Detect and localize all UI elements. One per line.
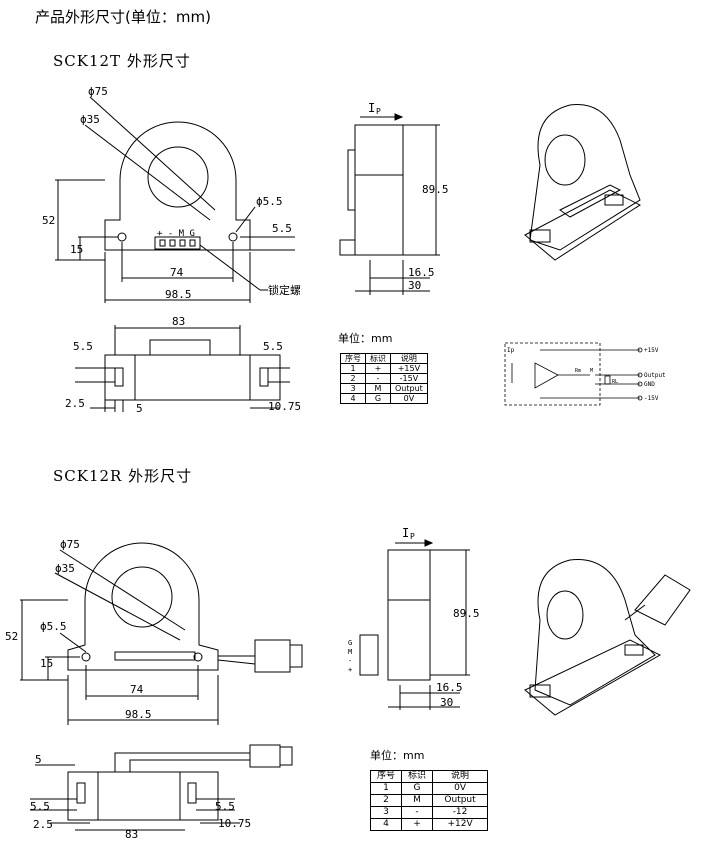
sck12t-dim-hole: ϕ5.5	[256, 195, 283, 208]
sck12t-mount-hole-left	[117, 232, 127, 242]
circuit-p15: +15V	[644, 347, 659, 354]
sck12r-bottom-55-left: 5.5	[30, 800, 50, 813]
sck12r-pin-plus: +	[348, 666, 352, 674]
sck12r-body-outline	[67, 542, 219, 671]
circuit-ip: Ip	[507, 347, 515, 354]
sck12t-dim-15: 15	[70, 243, 83, 256]
table-row: 2--15V	[340, 373, 428, 384]
sck12t-mount-hole-right	[228, 232, 238, 242]
sck12r-bottom-5: 5	[35, 753, 42, 766]
sck12t-dim-d75: ϕ75	[88, 85, 108, 98]
sck12t-bottom-55-left: 5.5	[73, 340, 93, 353]
sck12t-side-view: I P 89.5 16.5 30	[339, 101, 449, 295]
sck12t-bottom-25: 2.5	[65, 397, 85, 410]
section-title-sck12t: SCK12T 外形尺寸	[53, 52, 191, 70]
sck12t-side-d2: 30	[408, 279, 421, 292]
sck12r-bottom-55-right: 5.5	[215, 800, 235, 813]
sck12r-dim-98: 98.5	[125, 708, 152, 721]
sck12r-bottom-25: 2.5	[33, 818, 53, 831]
sck12t-pin-labels: + - M G	[157, 229, 195, 239]
circuit-m15: -15V	[644, 395, 659, 402]
sck12t-circuit-diagram: Ip +15V Output GND -15V Rm RL M	[504, 342, 666, 406]
sck12r-bottom-view: 5 5.5 5.5 2.5 83 10.75	[30, 744, 293, 840]
sck12t-bottom-5: 5	[136, 402, 143, 415]
sck12t-bottom-55-right: 5.5	[263, 340, 283, 353]
sck12t-dim-74: 74	[170, 266, 184, 279]
sck12r-pin-g: G	[348, 639, 352, 647]
circuit-rl: RL	[612, 379, 618, 385]
sck12r-bottom-1075: 10.75	[218, 817, 251, 830]
sck12t-side-h: 89.5	[422, 183, 449, 196]
sck12r-pin-minus: -	[348, 657, 352, 665]
sck12r-dim-74: 74	[130, 683, 144, 696]
sck12r-iso-view	[524, 559, 691, 716]
sck12t-nut-label: 锁定螺母*2	[268, 283, 300, 297]
table-row: 4++12V	[369, 818, 489, 831]
circuit-rm: Rm	[575, 368, 581, 374]
sck12r-unit-label: 单位：mm	[370, 749, 425, 762]
sck12r-side-h: 89.5	[453, 607, 480, 620]
section-title-sck12r: SCK12R 外形尺寸	[53, 467, 193, 485]
sck12t-dim-52: 52	[42, 214, 55, 227]
sck12t-connector	[154, 236, 201, 250]
sck12r-dim-52: 52	[5, 630, 18, 643]
sck12r-dim-hole: ϕ5.5	[40, 620, 67, 633]
sck12t-bottom-view: 83 5.5 5.5 2.5 5 10.75	[65, 315, 300, 415]
sck12t-body-outline	[104, 121, 251, 251]
table-row: 1++15V	[340, 363, 428, 374]
sck12r-ip-sub: P	[410, 532, 415, 541]
sck12t-aperture	[147, 146, 209, 208]
sck12r-side-d1: 16.5	[436, 681, 463, 694]
sck12t-dim-edge: 5.5	[272, 222, 292, 235]
sck12t-dim-d35: ϕ35	[80, 113, 100, 126]
sck12r-front-view: ϕ75 ϕ35 ϕ5.5 52 15 74 98.5	[5, 538, 303, 725]
sck12t-ip-label: I	[368, 101, 375, 115]
sck12r-dim-15: 15	[40, 657, 53, 670]
sck12t-side-d1: 16.5	[408, 266, 435, 279]
table-row: 3--12	[369, 806, 489, 819]
sck12r-bottom-83: 83	[125, 828, 138, 840]
sck12t-bottom-body	[104, 354, 281, 401]
circuit-m: M	[590, 368, 593, 374]
sck12t-bottom-1075: 10.75	[268, 400, 300, 413]
sck12t-unit-label: 单位：mm	[338, 332, 393, 345]
sck12t-front-view: ϕ75 ϕ35 ϕ5.5 5.5 52 15 74 98.5 + - M G 锁…	[42, 85, 300, 303]
sck12r-aperture	[111, 566, 173, 628]
sck12r-side-view: I P 89.5 16.5 30 G M - +	[348, 526, 480, 710]
sck12t-bottom-83: 83	[172, 315, 185, 328]
sck12r-side-d2: 30	[440, 696, 453, 709]
sck12t-iso-view	[524, 103, 642, 261]
sck12r-ip-label: I	[402, 526, 409, 540]
sck12r-dim-d75: ϕ75	[60, 538, 80, 551]
sck12r-pin-m: M	[348, 648, 352, 656]
circuit-gnd: GND	[644, 381, 655, 388]
circuit-output: Output	[644, 372, 666, 379]
sck12r-dim-d35: ϕ35	[55, 562, 75, 575]
sck12t-dim-98: 98.5	[165, 288, 192, 301]
page-title: 产品外形尺寸(单位：mm)	[35, 8, 211, 26]
sck12t-side-body	[354, 124, 404, 256]
sck12t-ip-sub: P	[376, 107, 381, 116]
